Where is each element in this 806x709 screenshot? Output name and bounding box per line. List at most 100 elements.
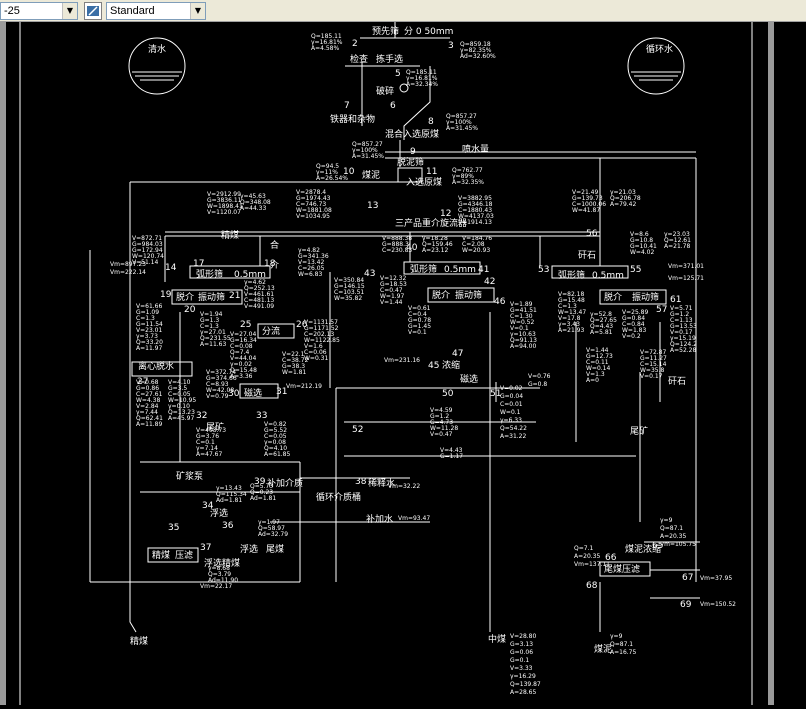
svg-text:V=0.17: V=0.17 [640, 373, 663, 380]
node-47: 47 [452, 349, 463, 359]
svg-text:γ=3.73: γ=3.73 [136, 333, 158, 340]
svg-text:Q=4.43: Q=4.43 [590, 323, 613, 330]
label-middling-out: 中煤 [488, 633, 506, 645]
svg-text:C=27.61: C=27.61 [136, 391, 163, 398]
node-46: 46 [494, 297, 506, 307]
svg-text:V=0.61: V=0.61 [408, 305, 431, 312]
label-split: 分流 [262, 325, 280, 337]
svg-text:A=47.67: A=47.67 [196, 451, 222, 458]
node-19: 19 [160, 290, 172, 300]
label-deslime-screen: 脱泥筛 [397, 156, 424, 168]
svg-text:A=11.89: A=11.89 [136, 421, 162, 428]
svg-text:G=1974.43: G=1974.43 [296, 195, 331, 202]
svg-text:γ=21.03: γ=21.03 [610, 189, 636, 196]
svg-text:γ=52.8: γ=52.8 [590, 311, 612, 318]
svg-text:γ=89%: γ=89% [452, 173, 474, 180]
node-10: 10 [343, 167, 355, 177]
label-dense-screen-1: 弧形筛 [196, 268, 223, 280]
svg-text:W=0.1: W=0.1 [500, 409, 521, 416]
svg-text:V=2.84: V=2.84 [136, 403, 159, 410]
svg-text:W=1.97: W=1.97 [380, 293, 405, 300]
svg-text:V=1.3: V=1.3 [586, 371, 605, 378]
svg-text:Ad=1.81: Ad=1.81 [216, 497, 242, 504]
node-50: 50 [442, 389, 454, 399]
svg-text:Q=857.27: Q=857.27 [352, 141, 383, 148]
svg-text:A=45.97: A=45.97 [168, 415, 194, 422]
svg-text:C=481.13: C=481.13 [244, 297, 274, 304]
svg-text:G=38.3: G=38.3 [282, 363, 305, 370]
svg-text:C=0.4: C=0.4 [408, 311, 427, 318]
label-centrifuge: 离心脱水 [138, 360, 174, 372]
svg-text:G=888.3: G=888.3 [382, 241, 409, 248]
svg-text:V=4.10: V=4.10 [168, 379, 191, 386]
svg-text:C=26.05: C=26.05 [298, 265, 325, 272]
data-block-upper: Q=185.11 γ=16.81% A=4.58% Q=859.18 γ=82.… [207, 33, 641, 226]
node-42: 42 [484, 277, 495, 287]
node-43: 43 [364, 269, 375, 279]
svg-text:V=872.71: V=872.71 [132, 235, 162, 242]
svg-text:γ=100%: γ=100% [352, 147, 378, 154]
scale-combobox[interactable]: -25 ▼ [0, 2, 78, 20]
svg-text:Q=159.46: Q=159.46 [422, 241, 453, 248]
svg-text:G=146.15: G=146.15 [334, 283, 365, 290]
svg-text:γ=16.29: γ=16.29 [510, 673, 536, 680]
node-7: 7 [344, 101, 350, 111]
svg-text:Q=185.11: Q=185.11 [406, 69, 437, 76]
label-desorb-2: 脱介 [432, 289, 450, 301]
svg-text:A=23.12: A=23.12 [422, 247, 448, 254]
svg-text:G=4.73: G=4.73 [430, 419, 453, 426]
text-style-icon[interactable] [84, 2, 102, 20]
svg-text:G=1.17: G=1.17 [440, 453, 463, 460]
node-57: 57 [656, 305, 667, 315]
svg-text:C=1.3: C=1.3 [136, 315, 155, 322]
label-screen-size-1: 0.5mm [234, 270, 266, 280]
svg-text:Ad=1.81: Ad=1.81 [250, 495, 276, 502]
svg-text:Vm=212.19: Vm=212.19 [286, 383, 322, 390]
svg-text:A=28.65: A=28.65 [510, 689, 536, 696]
node-53: 53 [538, 265, 549, 275]
label-dense-screen-3: 弧形筛 [558, 269, 585, 281]
node-41: 41 [478, 265, 489, 275]
svg-text:γ=0.10: γ=0.10 [168, 403, 190, 410]
tank-right-label: 循环水 [646, 43, 673, 55]
svg-text:γ=15.19: γ=15.19 [670, 335, 696, 342]
svg-text:C=746.73: C=746.73 [296, 201, 326, 208]
svg-text:C=15.14: C=15.14 [640, 361, 667, 368]
svg-text:V=1914.13: V=1914.13 [458, 219, 492, 226]
chevron-down-icon[interactable]: ▼ [190, 3, 205, 19]
node-45: 45 [428, 361, 439, 371]
chevron-down-icon[interactable]: ▼ [62, 3, 77, 19]
svg-text:C=1.30: C=1.30 [510, 313, 533, 320]
svg-text:V=372.74: V=372.74 [206, 369, 236, 376]
svg-text:V=1.44: V=1.44 [380, 299, 403, 306]
svg-text:Q=124.2: Q=124.2 [670, 341, 697, 348]
label-waste: 铁器和杂物 [330, 113, 375, 125]
label-pre-screen-size: 分 0 50mm [404, 26, 453, 37]
svg-text:V=12.32: V=12.32 [380, 275, 406, 282]
label-screen-size-3: 0.5mm [592, 271, 624, 281]
label-cyclone: 三产品重介旋流器 [395, 217, 467, 229]
svg-text:V=461.61: V=461.61 [244, 291, 274, 298]
svg-text:Q=54.22: Q=54.22 [500, 425, 527, 432]
toolbar: -25 ▼ Standard ▼ [0, 0, 806, 22]
svg-text:W=42.08: W=42.08 [206, 387, 234, 394]
svg-text:C=0.08: C=0.08 [230, 343, 253, 350]
label-magnetic-1: 磁选 [244, 387, 262, 399]
svg-text:γ=1.97: γ=1.97 [258, 519, 280, 526]
svg-text:C=1.3: C=1.3 [558, 303, 577, 310]
svg-text:G=18.53: G=18.53 [380, 281, 407, 288]
text-style-combobox[interactable]: Standard ▼ [106, 2, 206, 20]
svg-text:γ=13.43: γ=13.43 [216, 485, 242, 492]
flowsheet-diagram: 清水 循环水 预先筛 分 0 50mm 2 3 检查 拣手选 5 破碎 7 铁器… [19, 22, 753, 705]
drawing-canvas[interactable]: 清水 循环水 预先筛 分 0 50mm 2 3 检查 拣手选 5 破碎 7 铁器… [0, 22, 806, 705]
svg-text:V=0.47: V=0.47 [430, 431, 453, 438]
label-tail-2: 尾矿 [630, 425, 648, 437]
left-frame-bar [0, 22, 6, 705]
label-press-filter: 尾煤压滤 [604, 563, 640, 575]
svg-text:γ=9: γ=9 [610, 633, 623, 640]
svg-text:G=4346.18: G=4346.18 [458, 201, 493, 208]
svg-text:W=4.38: W=4.38 [136, 397, 161, 404]
svg-text:G=5.52: G=5.52 [264, 427, 287, 434]
svg-text:G=0.04: G=0.04 [500, 393, 523, 400]
svg-text:W=1.81: W=1.81 [282, 369, 307, 376]
